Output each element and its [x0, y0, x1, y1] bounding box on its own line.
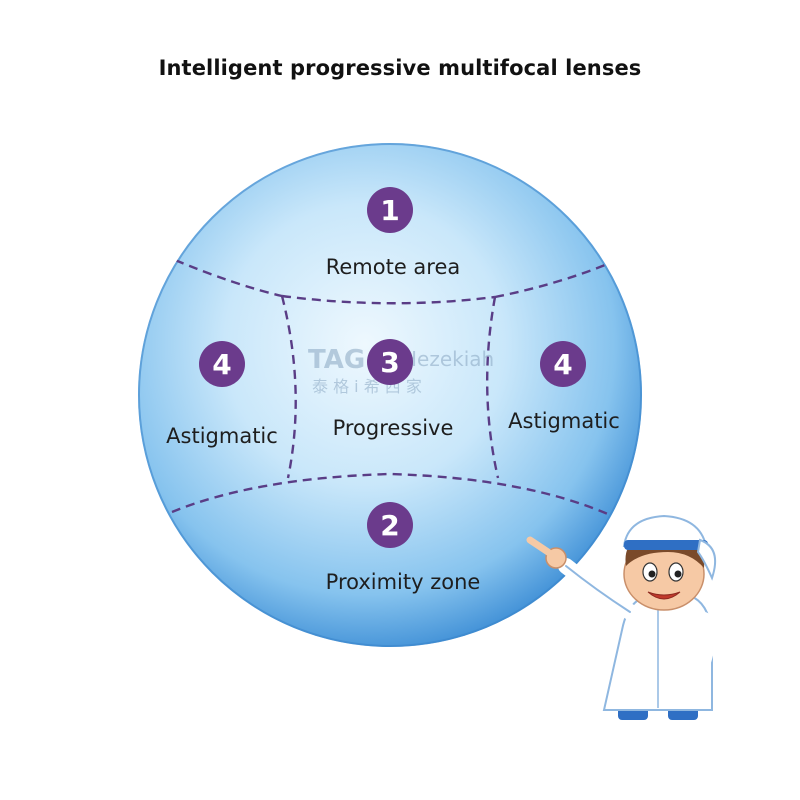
badge-astigmatic-left-number: 4: [212, 348, 231, 381]
label-astigmatic-left: Astigmatic: [166, 424, 278, 448]
label-remote: Remote area: [326, 255, 461, 279]
label-astigmatic-right: Astigmatic: [508, 409, 620, 433]
badge-remote-number: 1: [380, 194, 399, 227]
badge-proximity-number: 2: [380, 509, 399, 542]
badge-astigmatic-right-number: 4: [553, 348, 572, 381]
watermark-name: Hezekiah: [402, 347, 494, 371]
watermark-brand: TAG: [308, 345, 365, 375]
label-proximity: Proximity zone: [326, 570, 481, 594]
label-progressive: Progressive: [333, 416, 454, 440]
watermark-cn: 泰 格 i 希 西 家: [312, 377, 422, 396]
badge-progressive-number: 3: [380, 346, 399, 379]
